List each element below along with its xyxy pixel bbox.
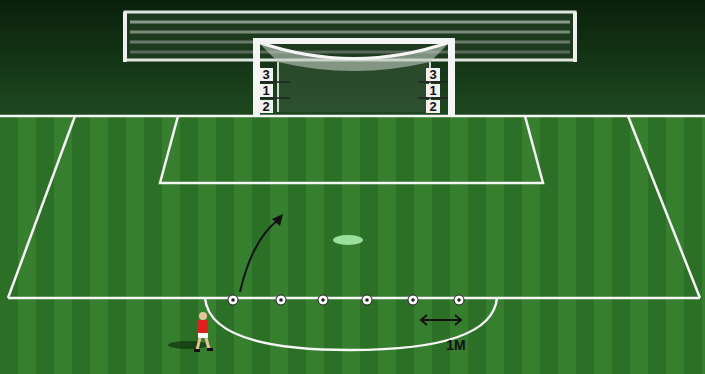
shot-arrow <box>240 214 283 292</box>
post-height-mark: 1 <box>259 84 272 97</box>
post-height-mark: 1 <box>426 84 439 97</box>
post-height-mark: 3 <box>426 68 439 81</box>
player <box>168 312 213 352</box>
distance-arrow <box>421 315 461 325</box>
balls <box>228 295 464 305</box>
pitch-lines <box>0 116 705 350</box>
distance-label: 1M <box>446 338 465 352</box>
post-height-mark: 2 <box>426 100 439 113</box>
penalty-spot <box>333 235 363 245</box>
post-height-mark: 2 <box>259 100 272 113</box>
post-height-mark: 3 <box>259 68 272 81</box>
stands <box>125 12 575 62</box>
goal <box>253 38 455 116</box>
